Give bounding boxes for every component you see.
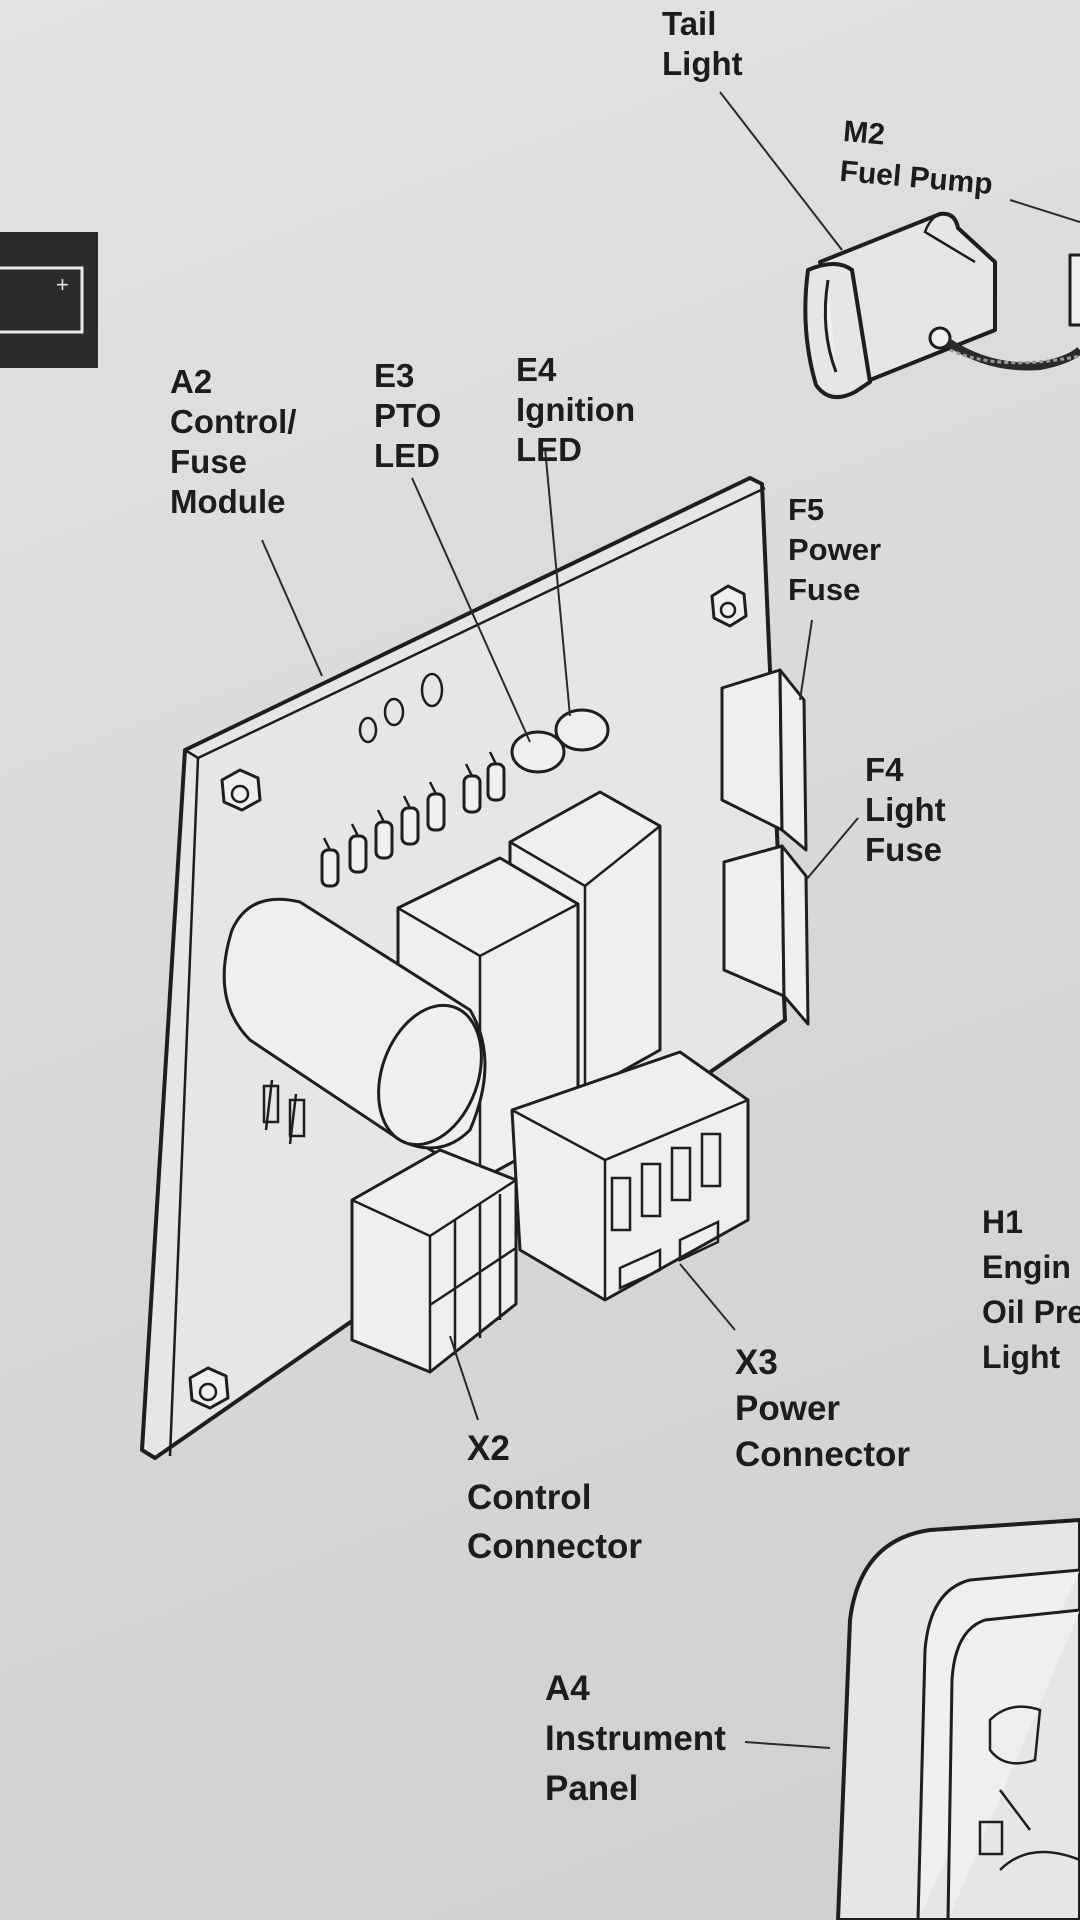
f4-line3: Fuse <box>865 831 943 868</box>
a2-line1: A2 <box>170 363 213 400</box>
fuel-pump-drawing <box>803 211 1080 400</box>
tail-light-line1: Tail <box>662 5 717 42</box>
resistor-row <box>320 751 506 888</box>
mounting-bolt <box>188 1366 230 1410</box>
leader-lines <box>261 91 1080 1749</box>
fuel-pump-label: M2 Fuel Pump <box>838 112 998 205</box>
mounting-bolt <box>710 584 748 628</box>
mounting-bolt <box>220 768 262 812</box>
ignition-led <box>554 708 610 752</box>
x3-line1: X3 <box>735 1343 778 1382</box>
e4-line1: E4 <box>516 351 557 388</box>
pto-led-label: E3 PTO LED <box>374 356 441 476</box>
oil-pressure-light-label: H1 Engin Oil Pre Light <box>982 1200 1080 1380</box>
e4-line2: Ignition <box>516 391 636 428</box>
tail-light-label: Tail Light <box>662 4 743 84</box>
h1-line1: H1 <box>982 1204 1023 1240</box>
h1-line2: Engin <box>982 1249 1071 1285</box>
e3-line2: PTO <box>374 397 442 434</box>
svg-text:+: + <box>56 272 69 297</box>
x2-line2: Control <box>467 1478 592 1517</box>
instrument-panel-label: A4 Instrument Panel <box>545 1664 726 1814</box>
x3-line2: Power <box>735 1389 841 1428</box>
pto-led <box>510 730 566 774</box>
capacitor <box>222 897 487 1150</box>
battery-icon: + <box>0 232 98 368</box>
light-fuse <box>722 844 810 1026</box>
power-fuse <box>720 668 808 852</box>
control-fuse-module-label: A2 Control/ Fuse Module <box>170 362 296 522</box>
e3-line3: LED <box>374 437 440 474</box>
light-fuse-label: F4 Light Fuse <box>865 750 946 870</box>
x2-line3: Connector <box>467 1527 642 1566</box>
power-connector <box>510 1050 750 1302</box>
f5-line2: Power <box>788 532 882 567</box>
a2-line2: Control/ <box>170 403 297 440</box>
f5-line3: Fuse <box>788 572 861 607</box>
instrument-panel-drawing <box>836 1518 1080 1920</box>
control-connector <box>350 1148 518 1374</box>
power-fuse-label: F5 Power Fuse <box>788 490 881 610</box>
x3-line3: Connector <box>735 1435 910 1474</box>
a2-line3: Fuse <box>170 443 248 480</box>
e3-line1: E3 <box>374 357 415 394</box>
a4-line2: Instrument <box>545 1719 726 1758</box>
power-connector-label: X3 Power Connector <box>735 1340 910 1478</box>
f4-line2: Light <box>865 791 946 828</box>
h1-line3: Oil Pre <box>982 1294 1080 1330</box>
f5-line1: F5 <box>788 492 825 527</box>
f4-line1: F4 <box>865 751 904 788</box>
ignition-led-label: E4 Ignition LED <box>516 350 635 470</box>
control-fuse-module-drawing <box>140 476 810 1460</box>
control-connector-label: X2 Control Connector <box>467 1424 642 1571</box>
h1-line4: Light <box>982 1339 1061 1375</box>
a4-line3: Panel <box>545 1769 639 1808</box>
e4-line3: LED <box>516 431 582 468</box>
tail-light-line2: Light <box>662 45 743 82</box>
x2-line1: X2 <box>467 1429 510 1468</box>
a2-line4: Module <box>170 483 286 520</box>
a4-line1: A4 <box>545 1669 590 1708</box>
